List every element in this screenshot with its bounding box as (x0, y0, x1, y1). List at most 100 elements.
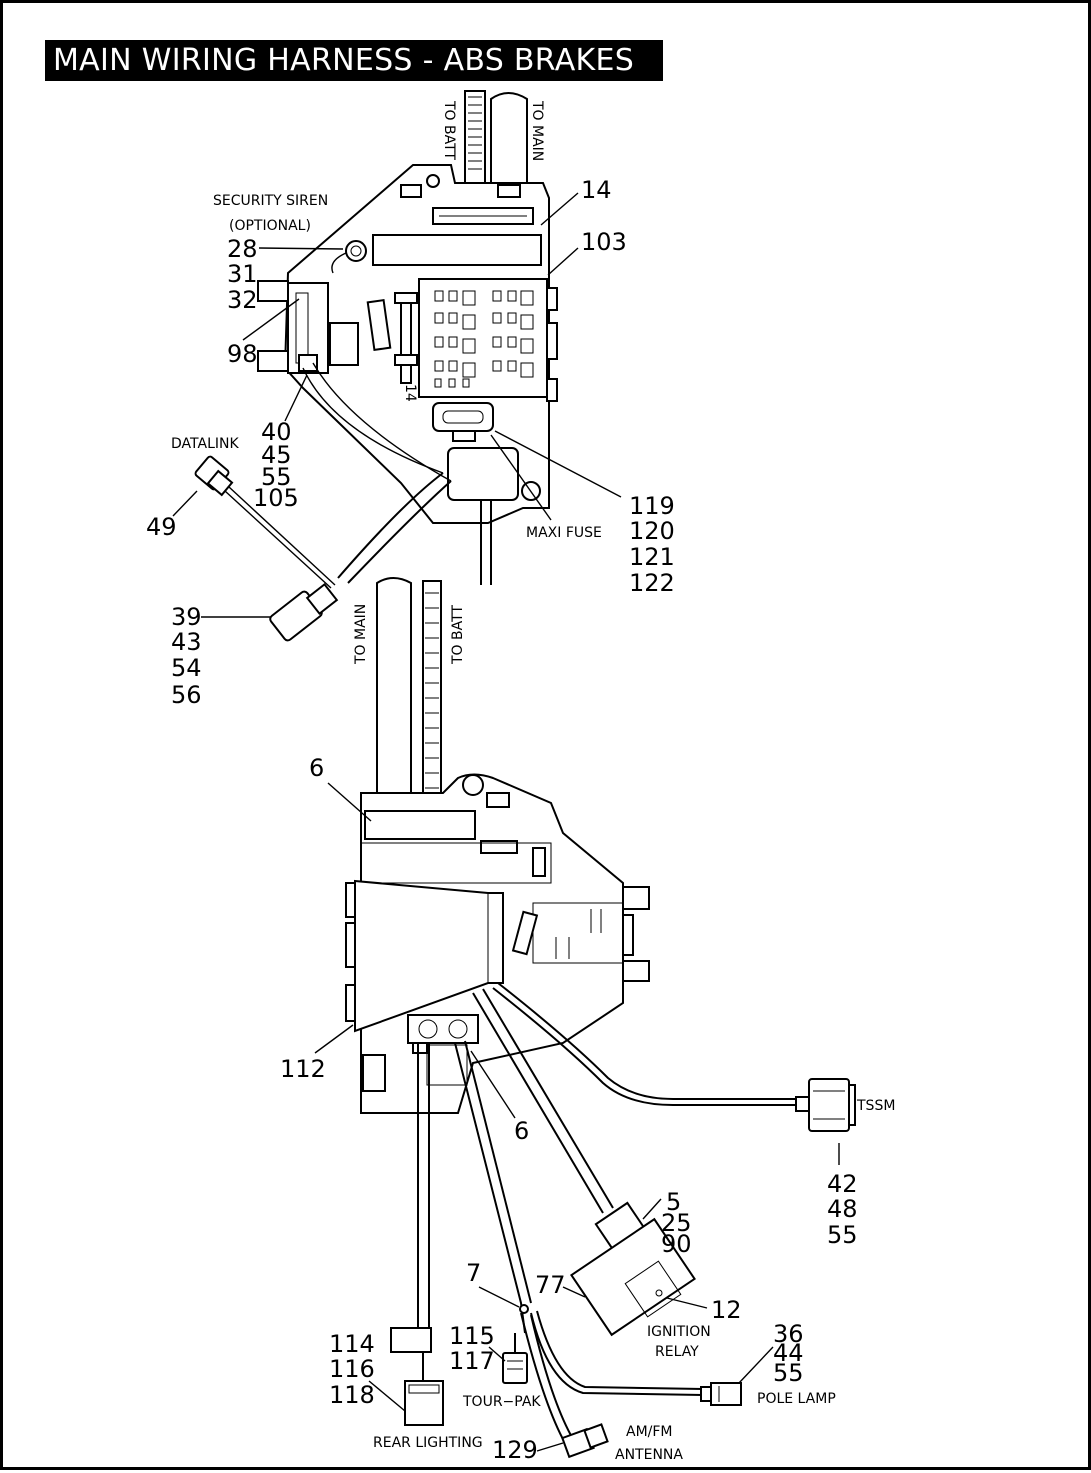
cable-clip (497, 184, 521, 198)
tssm-branch (492, 987, 798, 1106)
tour-pak-connector (502, 1352, 528, 1384)
lower-housing (447, 447, 519, 501)
callout-90: 90 (661, 1230, 692, 1258)
harness-channel (372, 234, 542, 266)
callout-55-pole: 55 (773, 1359, 804, 1387)
to-main-label: TO MAIN (529, 100, 545, 161)
cable-strap (364, 810, 476, 840)
lower-assembly (345, 577, 856, 1459)
maxi-fuse (432, 402, 494, 432)
tssm-label: TSSM (856, 1098, 895, 1114)
tour-pak-branch (454, 1042, 526, 1334)
block-clip (546, 287, 558, 311)
to-batt-cable-upper (464, 90, 486, 184)
datalink-wire (224, 490, 332, 589)
callout-116: 116 (329, 1355, 375, 1383)
fuse-slots (434, 290, 534, 388)
callout-45: 45 (261, 441, 292, 469)
pole-lamp-label: POLE LAMP (757, 1391, 836, 1407)
block-clip (546, 322, 558, 360)
tour-pak-label: TOUR−PAK (462, 1394, 541, 1410)
datalink-branch (337, 472, 444, 579)
security-siren-label: SECURITY SIREN (213, 193, 328, 209)
relay-branch (472, 992, 604, 1214)
callout-39: 39 (171, 603, 202, 631)
title-bar: MAIN WIRING HARNESS - ABS BRAKES (45, 40, 663, 81)
callout-103: 103 (581, 228, 627, 256)
side-tab (622, 960, 650, 982)
mount-hole (462, 774, 484, 796)
callout-48: 48 (827, 1195, 858, 1223)
callout-31: 31 (227, 260, 258, 288)
rear-lighting-clip (390, 1327, 432, 1353)
callout-105: 105 (253, 484, 299, 512)
tssm-connector (808, 1078, 850, 1132)
harness-drawing: 14 TO BATT TO MAIN (146, 90, 895, 1464)
side-tab (257, 280, 289, 302)
callout-36: 36 (773, 1320, 804, 1348)
siren-connector (345, 240, 367, 262)
callout-12: 12 (711, 1296, 742, 1324)
maxi-fuse-label: MAXI FUSE (526, 525, 602, 541)
rear-lighting-label: REAR LIGHTING (373, 1435, 483, 1451)
block-clip (546, 378, 558, 402)
callout-77: 77 (535, 1271, 566, 1299)
pole-lamp-branch (530, 1312, 704, 1396)
side-tab (257, 350, 289, 372)
callout-118: 118 (329, 1381, 375, 1409)
pole-lamp-connector (710, 1382, 742, 1406)
callout-115: 115 (449, 1322, 495, 1350)
callout-49: 49 (146, 513, 177, 541)
relay-strip (400, 292, 412, 384)
mount-hole (426, 174, 440, 188)
upper-assembly: 14 (194, 90, 558, 642)
lower-callouts: TO MAIN TO BATT 6 112 6 TSSM 42 48 55 5 … (280, 604, 895, 1464)
callout-6-bottom: 6 (514, 1117, 529, 1145)
callout-122: 122 (629, 569, 675, 597)
callout-28: 28 (227, 235, 258, 263)
callout-119: 119 (629, 492, 675, 520)
callout-42: 42 (827, 1170, 858, 1198)
callout-55: 55 (261, 463, 292, 491)
side-tab (622, 886, 650, 910)
callout-43: 43 (171, 628, 202, 656)
callout-129: 129 (492, 1436, 538, 1464)
callout-120: 120 (629, 517, 675, 545)
callout-14: 14 (581, 176, 612, 204)
connector-40 (298, 354, 318, 372)
callout-55: 55 (827, 1221, 858, 1249)
callout-5: 5 (666, 1188, 681, 1216)
fuse-strip (366, 298, 392, 352)
callout-25: 25 (661, 1209, 692, 1237)
page-title: MAIN WIRING HARNESS - ABS BRAKES (53, 43, 635, 78)
callout-112: 112 (280, 1055, 326, 1083)
antenna-branch (520, 1312, 566, 1444)
cable-clip (400, 184, 422, 198)
to-main-label-lower: TO MAIN (353, 604, 369, 665)
antenna-label: ANTENNA (615, 1447, 683, 1463)
harness-clamp (407, 1014, 479, 1044)
tssm-pigtail (795, 1096, 811, 1112)
connector-block (329, 322, 359, 366)
ignition-relay-label-2: RELAY (655, 1344, 699, 1360)
ignition-relay-label: IGNITION (647, 1324, 711, 1340)
mount-hole (521, 481, 541, 501)
fuse-slot-label: 14 (402, 384, 418, 402)
to-main-cable-upper (490, 92, 528, 183)
callout-6-top: 6 (309, 754, 324, 782)
am-fm-label: AM/FM (626, 1424, 673, 1440)
callout-44: 44 (773, 1339, 804, 1367)
callout-7: 7 (466, 1259, 481, 1287)
security-siren-optional: (OPTIONAL) (229, 218, 311, 234)
callout-54: 54 (171, 654, 202, 682)
callout-121: 121 (629, 543, 675, 571)
callout-117: 117 (449, 1347, 495, 1375)
to-batt-label: TO BATT (441, 100, 457, 160)
callout-32: 32 (227, 286, 258, 314)
to-batt-label-lower: TO BATT (450, 605, 466, 665)
callout-98: 98 (227, 340, 258, 368)
callout-56: 56 (171, 681, 202, 709)
upper-callouts: TO BATT TO MAIN 14 103 SECURITY SIREN (O… (146, 100, 675, 709)
ignition-relay (570, 1217, 696, 1337)
